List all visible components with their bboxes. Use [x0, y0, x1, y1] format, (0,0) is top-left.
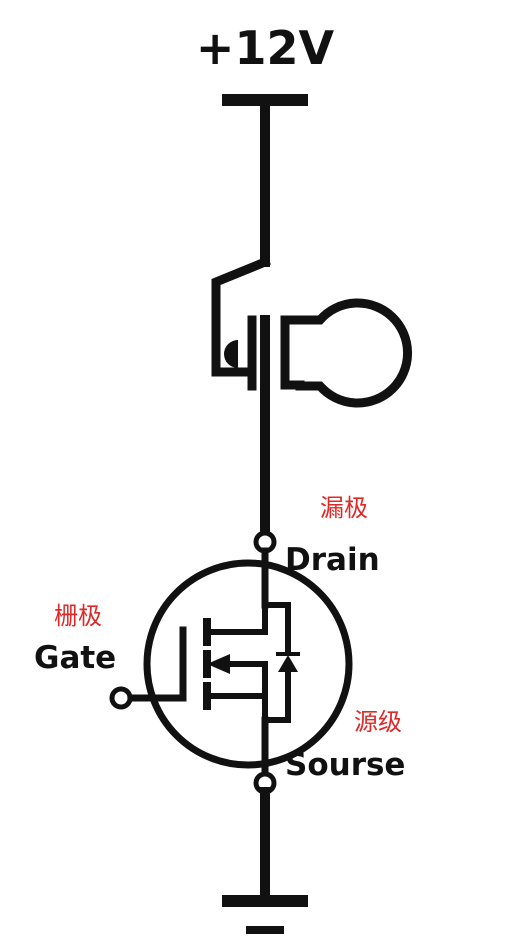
- drain-label: Drain: [285, 542, 380, 578]
- supply-label: +12V: [196, 21, 335, 75]
- mosfet-symbol-icon: [126, 547, 353, 776]
- gate-cn-label: 栅极: [54, 602, 102, 630]
- drain-cn-label: 漏极: [320, 494, 368, 522]
- ground-icon: [222, 895, 308, 934]
- gate-terminal-icon: [109, 686, 133, 710]
- lamp-icon: [211, 256, 413, 545]
- gate-label: Gate: [34, 640, 116, 676]
- source-label: Sourse: [285, 747, 405, 783]
- source-cn-label: 源级: [354, 708, 402, 736]
